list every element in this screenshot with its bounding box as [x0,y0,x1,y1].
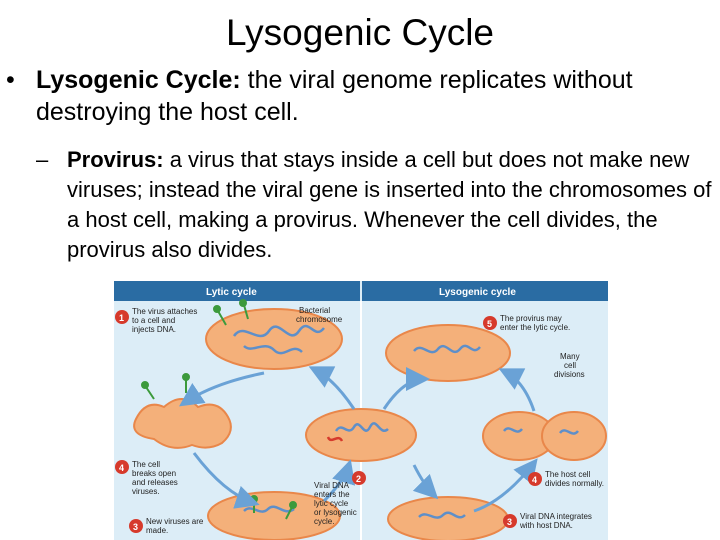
svg-text:3: 3 [133,522,138,532]
svg-text:2: 2 [356,474,361,484]
step-3-lytic: 3 New viruses are made. [129,517,204,535]
svg-text:divisions: divisions [554,370,585,379]
bullet-term: Lysogenic Cycle: [36,66,241,94]
svg-text:Bacterial: Bacterial [299,306,330,315]
svg-text:chromosome: chromosome [296,315,343,324]
svg-text:Viral DNA: Viral DNA [314,481,350,490]
cell-center [305,408,417,462]
lysogenic-header-label: Lysogenic cycle [439,287,516,298]
svg-text:lytic cycle: lytic cycle [314,499,349,508]
svg-text:or lysogenic: or lysogenic [314,508,357,517]
svg-text:5: 5 [487,319,492,329]
step-2: 2 Viral DNA enters the lytic cycle or ly… [314,471,366,526]
label-bacterial-chromosome: Bacterial chromosome [296,306,343,324]
svg-text:Viral DNA integrates: Viral DNA integrates [520,512,592,521]
diagram-svg: Lytic cycle Lysogenic cycle [114,281,608,540]
svg-text:with host DNA.: with host DNA. [519,521,573,530]
cell-top-right [385,324,511,382]
svg-text:and releases: and releases [132,478,178,487]
lytic-lysogenic-diagram: Lytic cycle Lysogenic cycle [114,281,608,540]
subbullet-definition: a virus that stays inside a cell but doe… [67,147,712,262]
subbullet-provirus: – Provirus: a virus that stays inside a … [36,145,716,265]
step-1-line-2: to a cell and [132,316,175,325]
step-4-lysogenic: 4 The host cell divides normally. [528,470,604,488]
svg-text:3: 3 [507,517,512,527]
cell-left-burst [133,398,232,449]
svg-text:4: 4 [532,475,537,485]
svg-text:Many: Many [560,352,580,361]
lytic-header-label: Lytic cycle [206,287,257,298]
label-many-divisions: Many cell divisions [554,352,585,379]
subbullet-term: Provirus: [67,147,164,172]
cell-right-dividing [482,411,607,461]
svg-text:cycle.: cycle. [314,517,334,526]
svg-text:The host cell: The host cell [545,470,591,479]
step-1: 1 The virus attaches to a cell and injec… [115,307,197,334]
svg-text:The provirus may: The provirus may [500,314,562,323]
step-1-number: 1 [119,313,124,323]
svg-text:breaks open: breaks open [132,469,176,478]
cell-top-left [205,308,343,370]
bullet-text: Lysogenic Cycle: the viral genome replic… [36,64,706,128]
lysogenic-header-bar [362,281,608,301]
bullet-lysogenic: • Lysogenic Cycle: the viral genome repl… [6,64,706,128]
step-1-line-1: The virus attaches [132,307,197,316]
slide-title: Lysogenic Cycle [225,12,495,53]
step-4-lytic: 4 The cell breaks open and releases viru… [115,460,178,496]
cycle-arrows [179,366,538,513]
step-3-lysogenic: 3 Viral DNA integrates with host DNA. [503,512,592,530]
svg-text:viruses.: viruses. [132,487,160,496]
subbullet-marker: – [36,147,49,172]
bullet-definition: the viral genome replicates without dest… [36,66,633,126]
svg-text:enter the lytic cycle.: enter the lytic cycle. [500,323,570,332]
step-5: 5 The provirus may enter the lytic cycle… [483,314,570,332]
lytic-header-bar [114,281,360,301]
bullet-marker: • [6,66,15,94]
svg-text:cell: cell [564,361,576,370]
svg-text:4: 4 [119,463,124,473]
subbullet-text: Provirus: a virus that stays inside a ce… [67,145,716,265]
svg-text:divides normally.: divides normally. [545,479,604,488]
step-1-line-3: injects DNA. [132,325,176,334]
svg-text:The cell: The cell [132,460,160,469]
svg-text:made.: made. [146,526,168,535]
svg-text:enters the: enters the [314,490,350,499]
svg-text:New viruses are: New viruses are [146,517,204,526]
